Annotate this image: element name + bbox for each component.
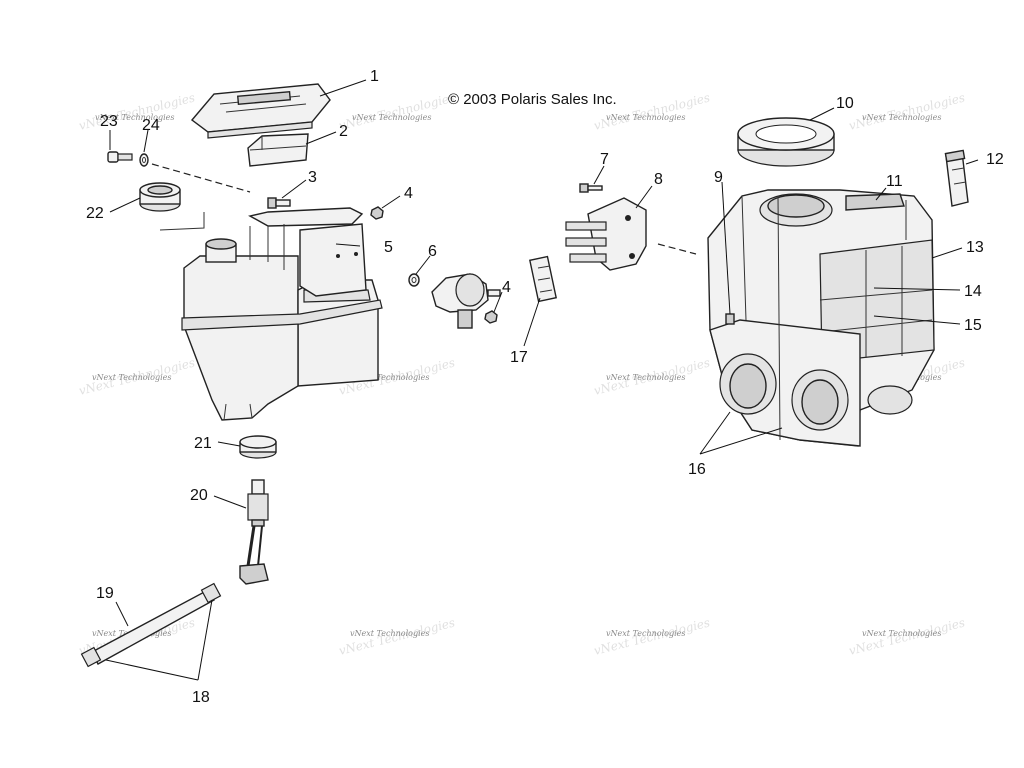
part-pump: [431, 273, 501, 329]
callout-20: 20: [190, 487, 208, 504]
part-filler-cap: [139, 182, 181, 212]
watermark-ghost: vNext Technologies: [337, 90, 456, 132]
part-nut-lower: [484, 310, 498, 324]
part-airbox: [707, 189, 935, 447]
callout-14: 14: [964, 283, 982, 300]
callout-5: 5: [384, 239, 393, 256]
callout-4-lower: 4: [502, 279, 511, 296]
part-hose-fittings: [80, 582, 222, 668]
part-screw-7: [579, 183, 603, 193]
callout-23: 23: [100, 113, 118, 130]
callout-22: 22: [86, 205, 104, 222]
callout-1: 1: [370, 68, 379, 85]
part-washer-24: [139, 153, 149, 167]
callout-6: 6: [428, 243, 437, 260]
part-tank-cover: [190, 83, 331, 139]
watermark-text: vNext Technologies: [352, 113, 431, 122]
callout-2: 2: [339, 123, 348, 140]
callout-13: 13: [966, 239, 984, 256]
callout-10: 10: [836, 95, 854, 112]
part-washer-nut-6: [408, 273, 420, 287]
part-clamp-block: [529, 255, 557, 303]
leader-lines: [105, 79, 979, 681]
callout-12: 12: [986, 151, 1004, 168]
watermark-text: vNext Technologies: [862, 113, 941, 122]
part-nut-upper: [370, 206, 384, 220]
callout-labels: 1 2 3 4 4 5 6 7 8 9 10 11 12 13 14 15 16…: [86, 68, 1004, 706]
callout-24: 24: [142, 117, 160, 134]
watermark-text: vNext Technologies: [606, 629, 685, 638]
callout-19: 19: [96, 585, 114, 602]
watermark-text: vNext Technologies: [606, 373, 685, 382]
part-grommet: [239, 435, 277, 459]
part-bolt-23: [107, 151, 133, 163]
part-foam-block: [247, 133, 309, 167]
watermark-text: vNext Technologies: [350, 629, 429, 638]
watermark-text: vNext Technologies: [606, 113, 685, 122]
callout-11: 11: [886, 173, 903, 190]
callout-17: 17: [510, 349, 528, 366]
part-seal-ring: [737, 117, 835, 167]
watermark-text: vNext Technologies: [95, 113, 174, 122]
part-oil-tank: [159, 207, 383, 421]
callout-3: 3: [308, 169, 317, 186]
watermark-text: vNext Technologies: [92, 373, 171, 382]
copyright-notice: © 2003 Polaris Sales Inc.: [448, 91, 617, 108]
part-pickup-tube: [239, 479, 269, 585]
part-bolt-3: [267, 197, 291, 209]
callout-9: 9: [714, 169, 723, 186]
callout-4-upper: 4: [404, 185, 413, 202]
watermark-ghost: vNext Technologies: [847, 90, 966, 132]
watermark-ghost: vNext Technologies: [77, 90, 196, 132]
callout-21: 21: [194, 435, 212, 452]
watermark-text: vNext Technologies: [350, 373, 429, 382]
part-connector-block: [565, 197, 647, 271]
callout-8: 8: [654, 171, 663, 188]
callout-16: 16: [688, 461, 706, 478]
callout-15: 15: [964, 317, 982, 334]
watermark-text: vNext Technologies: [862, 629, 941, 638]
callout-7: 7: [600, 151, 609, 168]
part-latch: [944, 149, 969, 207]
callout-18: 18: [192, 689, 210, 706]
